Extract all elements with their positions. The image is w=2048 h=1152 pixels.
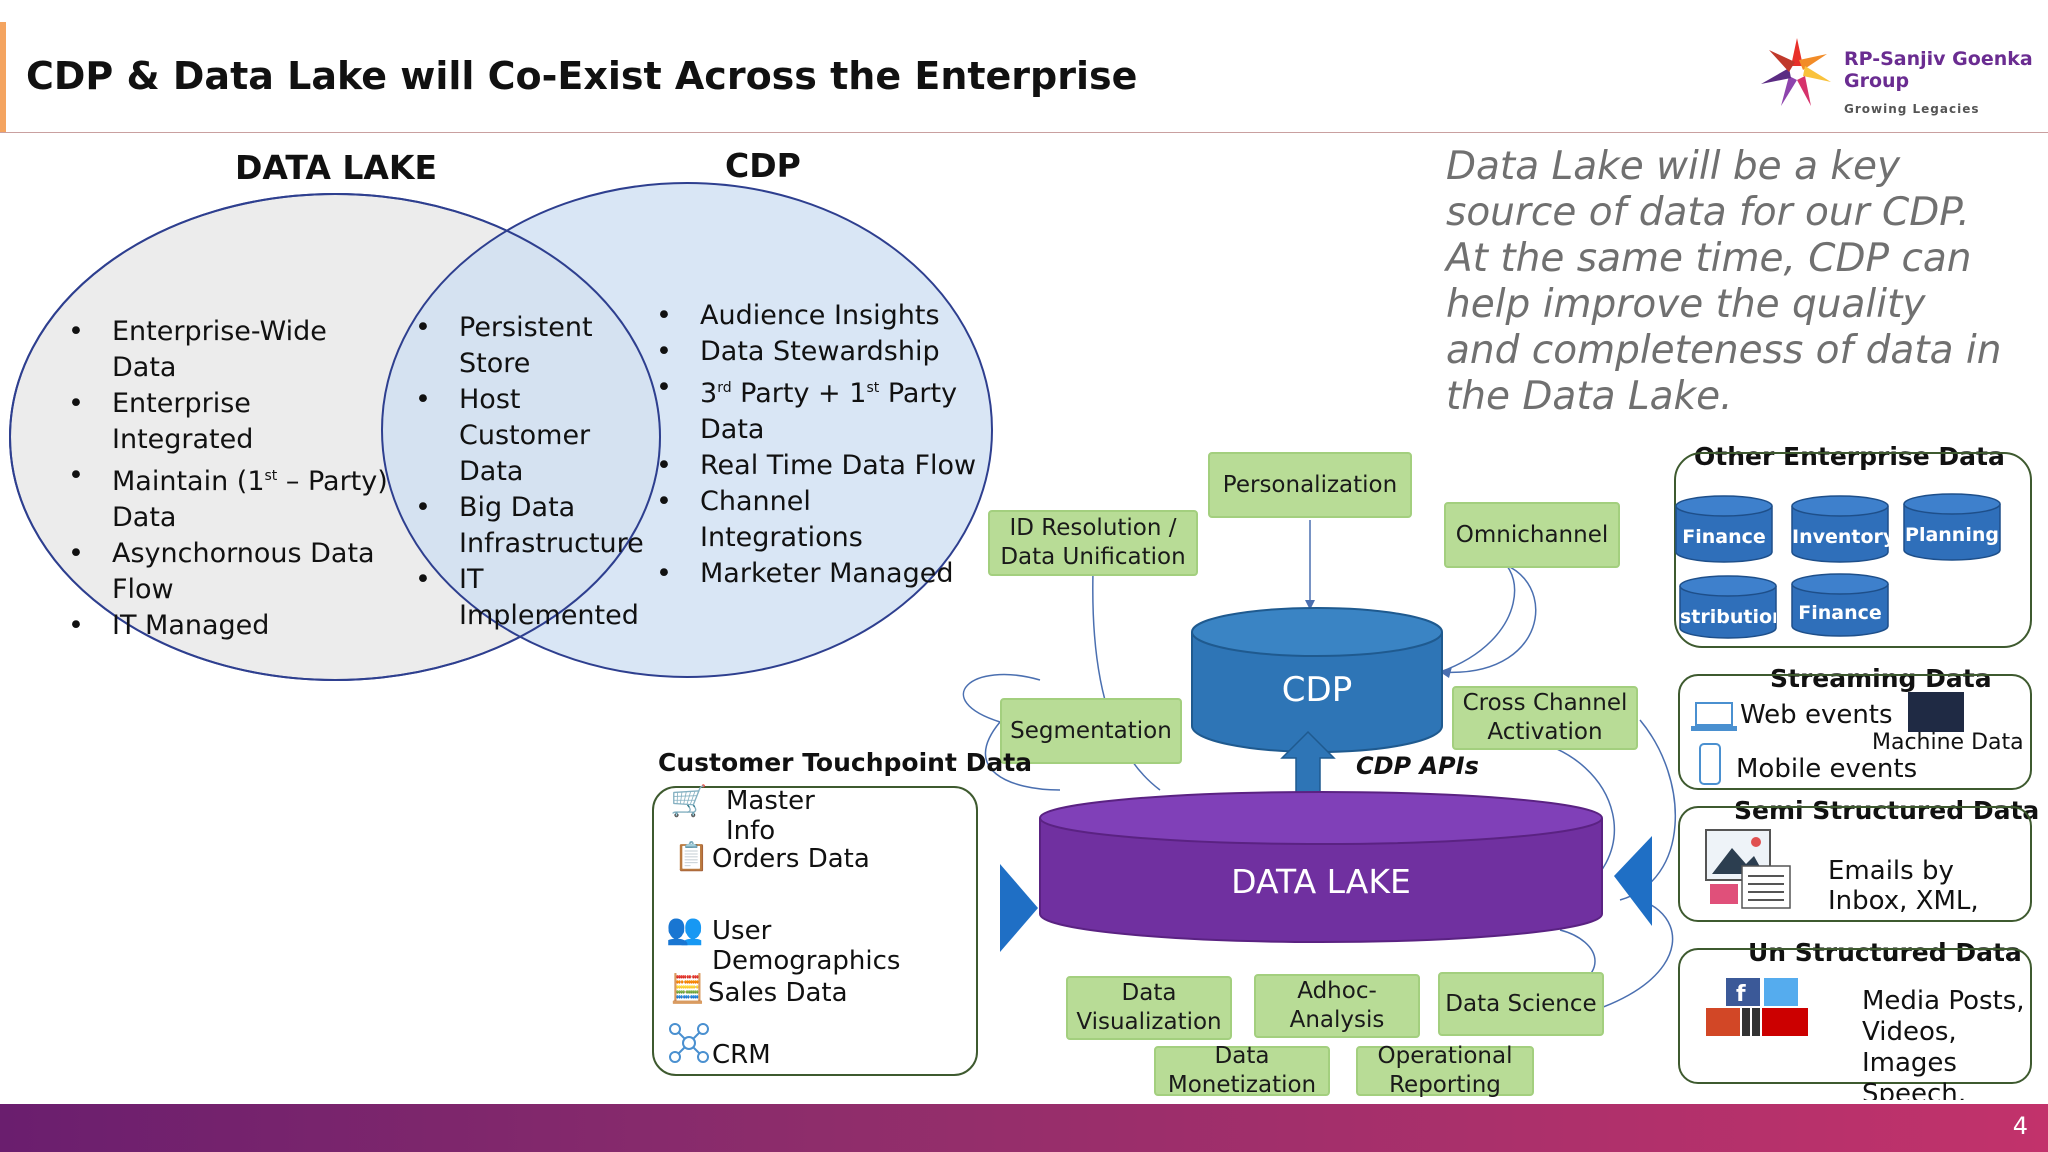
touchpoint-title: Customer Touchpoint Data (658, 748, 1033, 777)
svg-text:f: f (1736, 982, 1746, 1007)
enterprise-finance2-label: Finance (1798, 602, 1882, 624)
venn-middle-item: Persistent Store (415, 310, 659, 382)
streaming-machine: Machine Data (1872, 730, 2024, 755)
venn-left-item: Maintain (1st – Party) Data (68, 458, 392, 536)
adhoc-analysis-box: Adhoc-Analysis (1254, 974, 1420, 1038)
touchpoint-orders: Orders Data (712, 844, 870, 874)
document-list-icon: 📋 (674, 840, 709, 873)
venn-left-item: Enterprise-Wide Data (68, 314, 392, 386)
segmentation-box: Segmentation (1000, 698, 1182, 764)
title-bar (0, 0, 2048, 133)
venn-middle-item: Big Data Infrastructure (415, 490, 659, 562)
venn-right-item: Channel Integrations (656, 484, 980, 556)
enterprise-planning-label: Planning (1905, 524, 1999, 546)
quote-text: Data Lake will be a key source of data f… (1446, 144, 2002, 419)
data-lake-label: DATA LAKE (1231, 862, 1411, 901)
logo-star-icon (1761, 38, 1831, 106)
data-science-box: Data Science (1438, 972, 1604, 1036)
enterprise-distribution-label: stribution (1680, 606, 1776, 628)
touchpoint-crm: CRM (712, 1040, 771, 1070)
streaming-panel (1678, 674, 2032, 790)
users-icon: 👥 (666, 912, 704, 947)
logo-name-line2: Group (1844, 70, 1910, 92)
enterprise-inventory-label: Inventory (1792, 526, 1896, 548)
touchpoint-sales: Sales Data (708, 978, 848, 1008)
cdp-label: CDP (1281, 670, 1353, 710)
title-accent (0, 22, 6, 132)
network-icon (669, 1023, 709, 1063)
venn-left-title: DATA LAKE (235, 148, 438, 187)
laptop-icon (1691, 702, 1737, 731)
footer-bar (0, 1104, 2048, 1152)
venn-right-item: Real Time Data Flow (656, 448, 980, 484)
data-monetization-box: Data Monetization (1154, 1043, 1330, 1098)
venn-right-list: Audience Insights Data Stewardship 3rd P… (656, 298, 980, 592)
semi-text: Emails by Inbox, XML, (1828, 856, 1979, 916)
touchpoint-panel (652, 786, 978, 1076)
streaming-mobile: Mobile events (1736, 754, 1918, 784)
data-lake-cylinder (1039, 791, 1603, 943)
venn-right-item: Audience Insights (656, 298, 980, 334)
logo-name-line1: RP-Sanjiv Goenka (1844, 48, 2033, 70)
venn-left-list: Enterprise-Wide Data Enterprise Integrat… (68, 314, 392, 644)
venn-right-item: 3rd Party + 1st Party Data (656, 370, 980, 448)
machine-data-icon (1908, 692, 1964, 732)
data-visualization-box: Data Visualization (1066, 976, 1232, 1040)
streaming-title: Streaming Data (1770, 664, 1992, 693)
venn-left-item: Enterprise Integrated (68, 386, 392, 458)
cart-icon: 🛒 (670, 784, 708, 819)
cross-channel-box: Cross Channel Activation (1452, 686, 1638, 750)
mobile-icon (1699, 743, 1721, 785)
right-inflow-arrow-icon (1614, 836, 1652, 926)
venn-right-item: Marketer Managed (656, 556, 980, 592)
page-number: 4 (2012, 1112, 2028, 1140)
unstructured-panel (1678, 948, 2032, 1084)
venn-left-item: IT Managed (68, 608, 392, 644)
logo-tagline: Growing Legacies (1844, 102, 1980, 116)
id-resolution-box: ID Resolution / Data Unification (988, 510, 1198, 576)
unstructured-text: Media Posts, Videos, Images Speech, Onli… (1862, 986, 2025, 1100)
personalization-box: Personalization (1208, 452, 1412, 518)
cdp-apis-label: CDP APIs (1356, 752, 1479, 780)
semi-title: Semi Structured Data (1734, 796, 2040, 825)
venn-middle-list: Persistent Store Host Customer Data Big … (415, 310, 659, 634)
venn-middle-item: Host Customer Data (415, 382, 659, 490)
touchpoint-demographics: User Demographics (712, 916, 901, 976)
operational-reporting-box: Operational Reporting (1356, 1043, 1534, 1098)
enterprise-finance-label: Finance (1682, 526, 1766, 548)
page-title: CDP & Data Lake will Co-Exist Across the… (26, 54, 1138, 98)
touchpoint-master-info: Master Info (726, 786, 815, 846)
logo-name: RP-Sanjiv Goenka Group (1844, 48, 2033, 92)
cdp-cylinder (1191, 607, 1443, 753)
streaming-web: Web events (1740, 700, 1893, 730)
enterprise-panel (1674, 452, 2032, 648)
calculator-icon: 🧮 (670, 972, 705, 1005)
unstructured-title: Un Structured Data (1748, 938, 2022, 967)
enterprise-title: Other Enterprise Data (1694, 442, 2005, 471)
omnichannel-box: Omnichannel (1444, 502, 1620, 568)
semi-panel (1678, 806, 2032, 922)
media-document-icon (1705, 829, 1791, 909)
venn-right-title: CDP (725, 146, 801, 185)
left-inflow-arrow-icon (1000, 864, 1038, 952)
venn-right-item: Data Stewardship (656, 334, 980, 370)
social-media-icons: f (1706, 978, 1808, 1036)
venn-left-item: Asynchornous Data Flow (68, 536, 392, 608)
venn-middle-item: IT Implemented (415, 562, 659, 634)
